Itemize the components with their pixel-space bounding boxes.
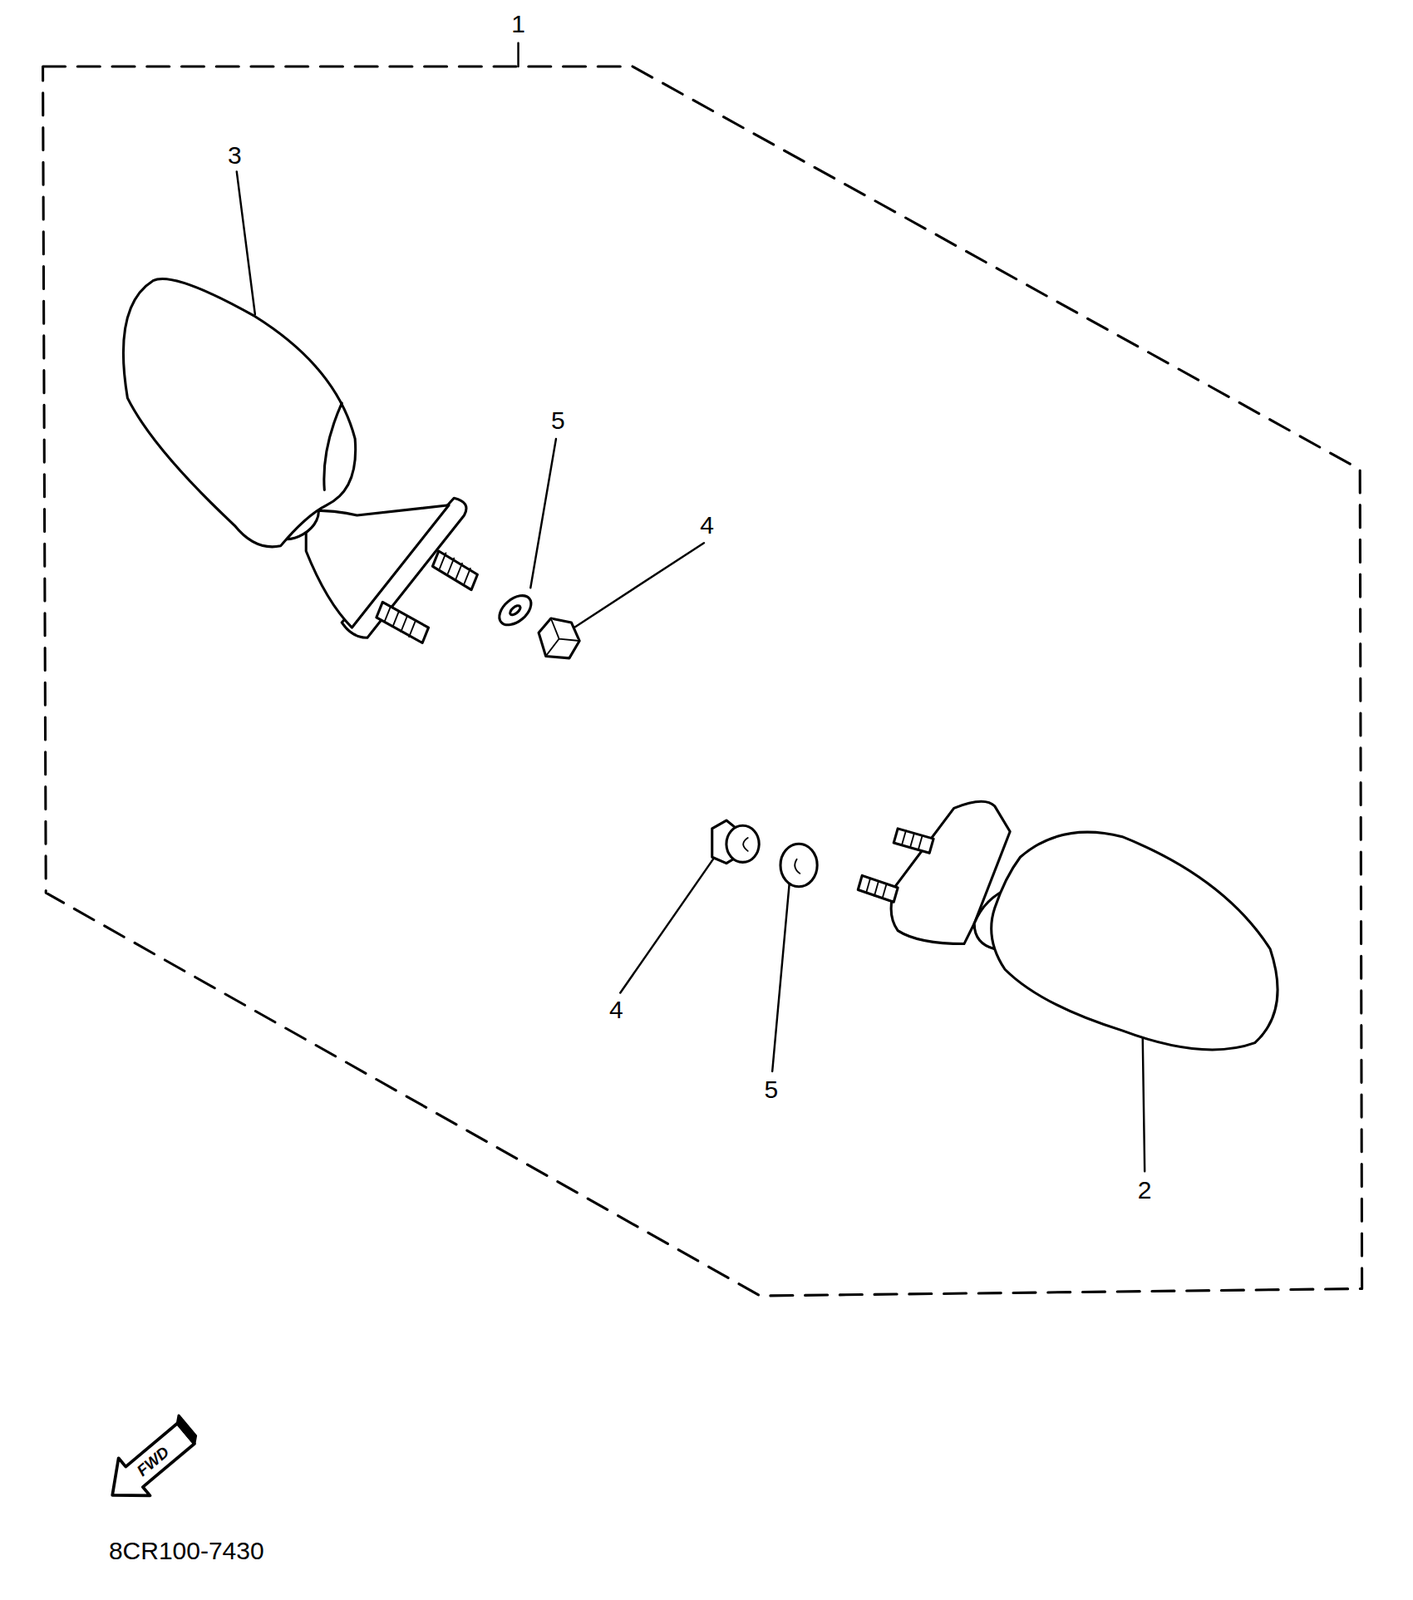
leader-lines [236, 43, 1145, 1172]
callout-number: 3 [226, 142, 244, 169]
mirror-right [712, 801, 1278, 1050]
callout-number: 2 [1136, 1176, 1154, 1204]
callout-number: 5 [549, 407, 567, 434]
forward-arrow [96, 1410, 207, 1514]
callout-number: 1 [509, 10, 527, 38]
callout-number: 5 [763, 1076, 781, 1103]
diagram-code: 8CR100-7430 [107, 1537, 266, 1565]
callout-number: 4 [607, 996, 626, 1024]
kit-outline [43, 66, 1363, 1296]
callout-number: 4 [698, 512, 716, 539]
mirror-left [123, 279, 580, 659]
